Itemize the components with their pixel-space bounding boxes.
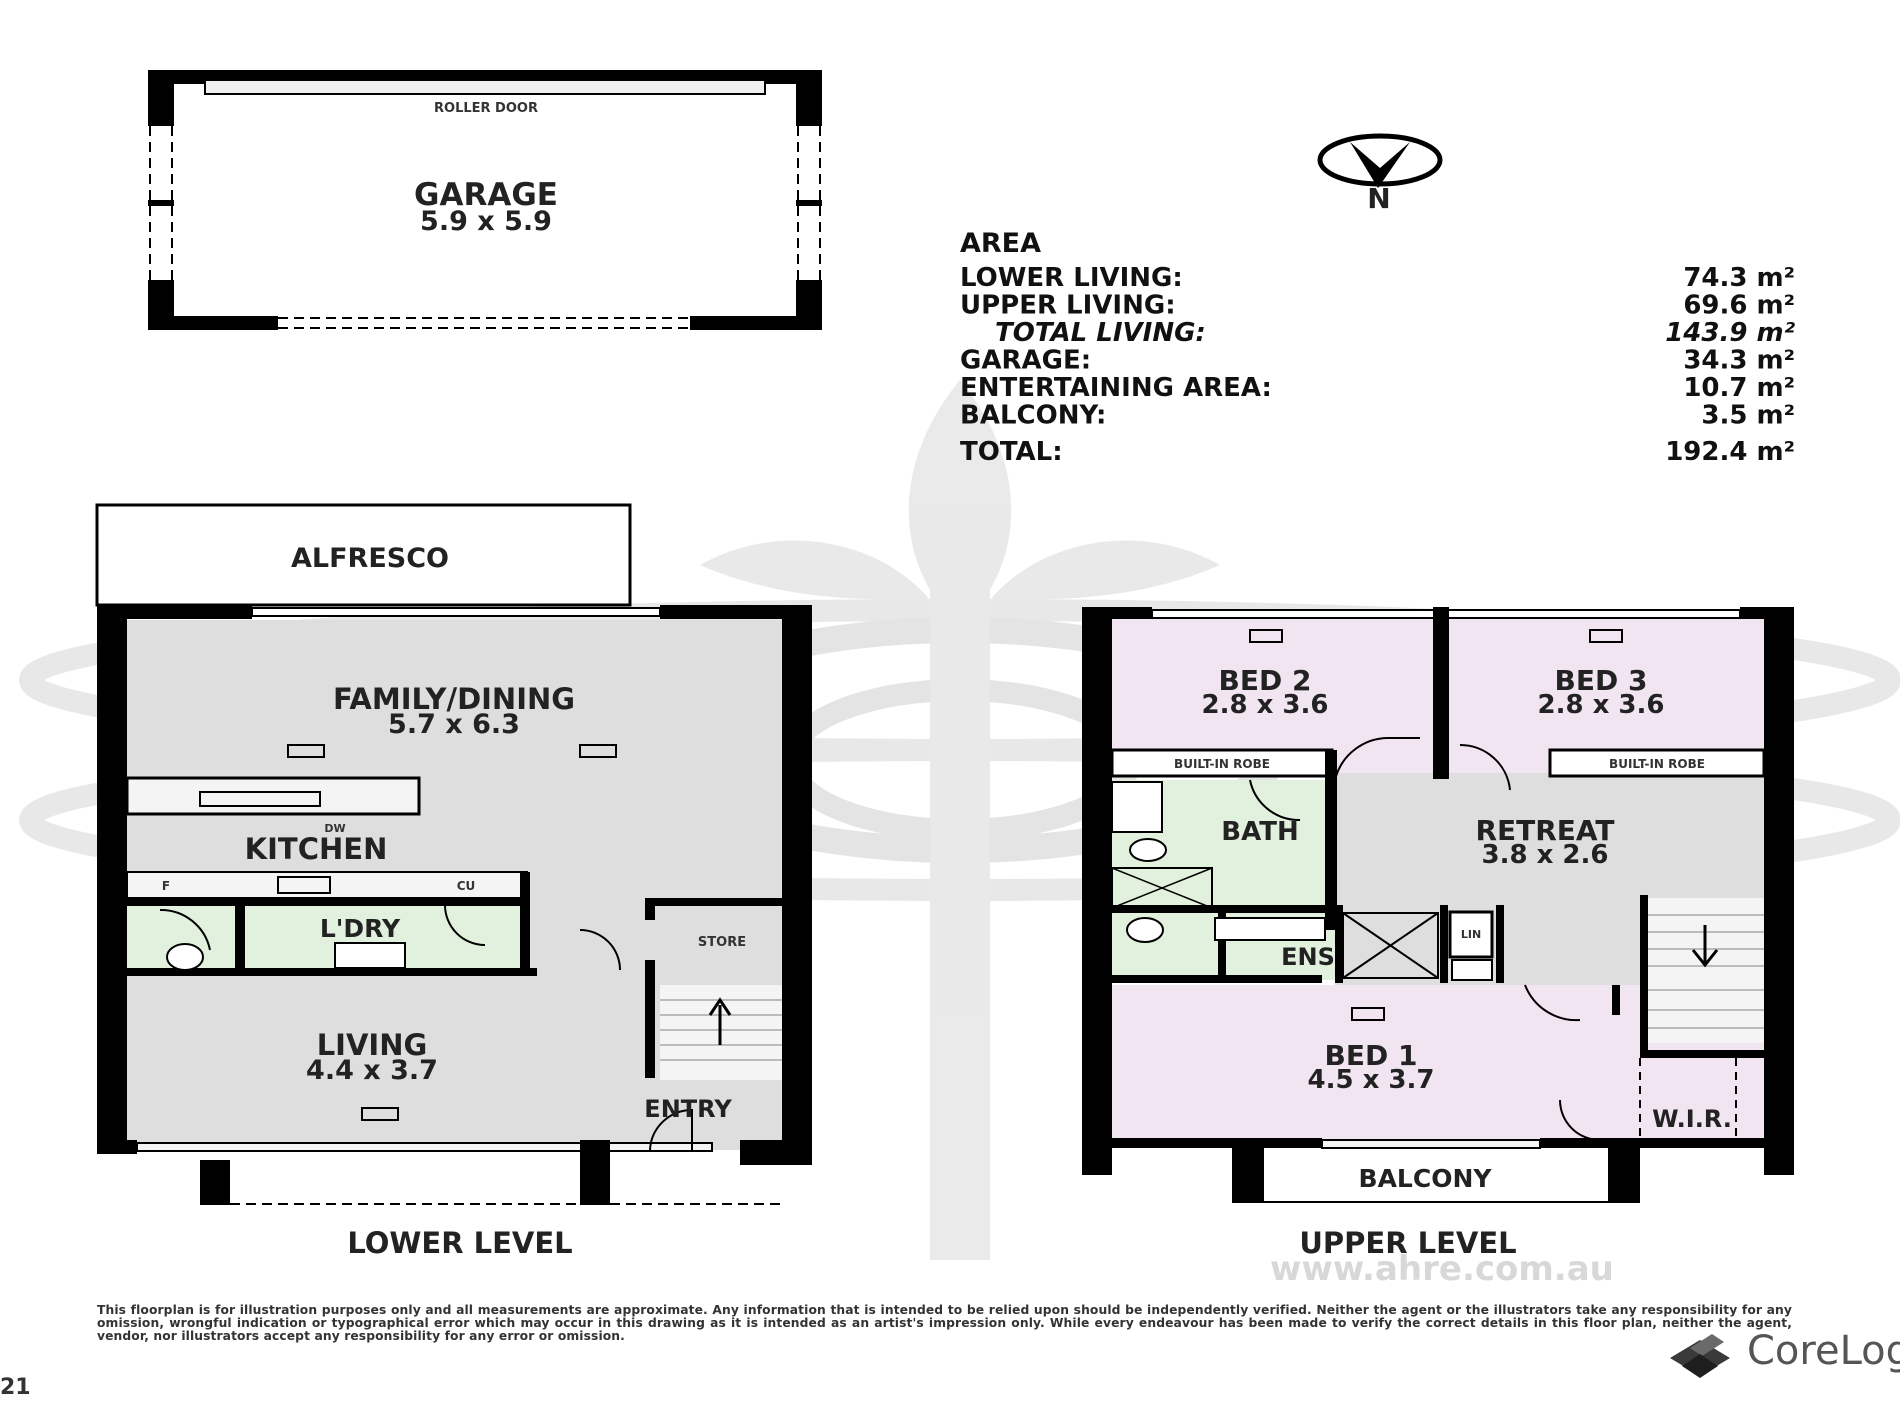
kitchen-f-label: F [162,879,170,893]
area-row-name: ENTERTAINING AREA: [960,373,1272,403]
disclaimer-text: This floorplan is for illustration purpo… [97,1303,1792,1343]
area-row-name: LOWER LIVING: [960,263,1183,293]
area-row-value: 143.9 m² [1665,318,1795,348]
lower-level-plan [95,503,812,1205]
bath-label: BATH [1221,817,1298,847]
linen-label: LIN [1461,928,1481,941]
watermark-url: www.ahre.com.au [1270,1249,1614,1289]
retreat-dims: 3.8 x 2.6 [1482,840,1609,870]
area-row-value: 69.6 m² [1683,291,1795,321]
entry-label: ENTRY [644,1095,732,1123]
page-number: 21 [0,1375,31,1400]
area-row-value: 34.3 m² [1683,346,1795,376]
kitchen-label: KITCHEN [245,832,388,866]
kitchen-dw-label: DW [324,822,345,835]
lower-stair [660,985,782,1080]
bed2-label: BED 2 [1219,664,1312,697]
area-row-value: 74.3 m² [1683,263,1795,293]
ens-label: ENS [1281,943,1335,971]
bed1-label: BED 1 [1325,1039,1418,1072]
garage [148,70,822,330]
area-row-name: GARAGE: [960,346,1091,376]
north-arrow-icon [1317,133,1443,188]
kitchen-cu-label: CU [457,879,476,893]
upper-level-title: UPPER LEVEL [1299,1226,1516,1260]
bed1-dims: 4.5 x 3.7 [1308,1065,1435,1095]
store-label: STORE [698,935,746,950]
area-total-name: TOTAL: [960,437,1063,467]
area-row-name: UPPER LIVING: [960,291,1176,321]
area-row-name: BALCONY: [960,401,1106,431]
family-dining-dims: 5.7 x 6.3 [388,709,520,740]
bed2-dims: 2.8 x 3.6 [1202,690,1329,720]
alfresco-label: ALFRESCO [291,543,449,574]
wir-label: W.I.R. [1652,1105,1732,1133]
lower-level-title: LOWER LEVEL [347,1226,572,1260]
family-dining-label: FAMILY/DINING [333,682,575,716]
bed3-dims: 2.8 x 3.6 [1538,690,1665,720]
garage-door-label: ROLLER DOOR [434,101,538,116]
laundry-label: L'DRY [320,914,401,943]
area-table: AREA LOWER LIVING: 74.3 m² UPPER LIVING: 69.… [960,228,1796,467]
upper-level-plan [1082,607,1794,1203]
retreat-label: RETREAT [1475,814,1614,847]
living-dims: 4.4 x 3.7 [306,1055,438,1086]
area-row-value: 3.5 m² [1701,401,1795,431]
robe-right-label: BUILT-IN ROBE [1609,757,1705,771]
north-label: N [1367,182,1390,215]
balcony-label: BALCONY [1359,1164,1493,1193]
living-label: LIVING [317,1028,428,1062]
area-row-name: TOTAL LIVING: [995,318,1206,348]
brand-name: CoreLogic [1747,1328,1900,1374]
robe-left-label: BUILT-IN ROBE [1174,757,1270,771]
garage-dims: 5.9 x 5.9 [420,206,552,237]
upper-stair [1640,898,1764,1043]
brand-logo: CoreLogic [1660,1318,1900,1388]
bed3-label: BED 3 [1555,664,1648,697]
garage-label: GARAGE [414,177,558,213]
area-total-value: 192.4 m² [1665,437,1795,467]
area-heading: AREA [960,228,1041,259]
corelogic-icon [1670,1334,1730,1378]
area-row-value: 10.7 m² [1683,373,1795,403]
